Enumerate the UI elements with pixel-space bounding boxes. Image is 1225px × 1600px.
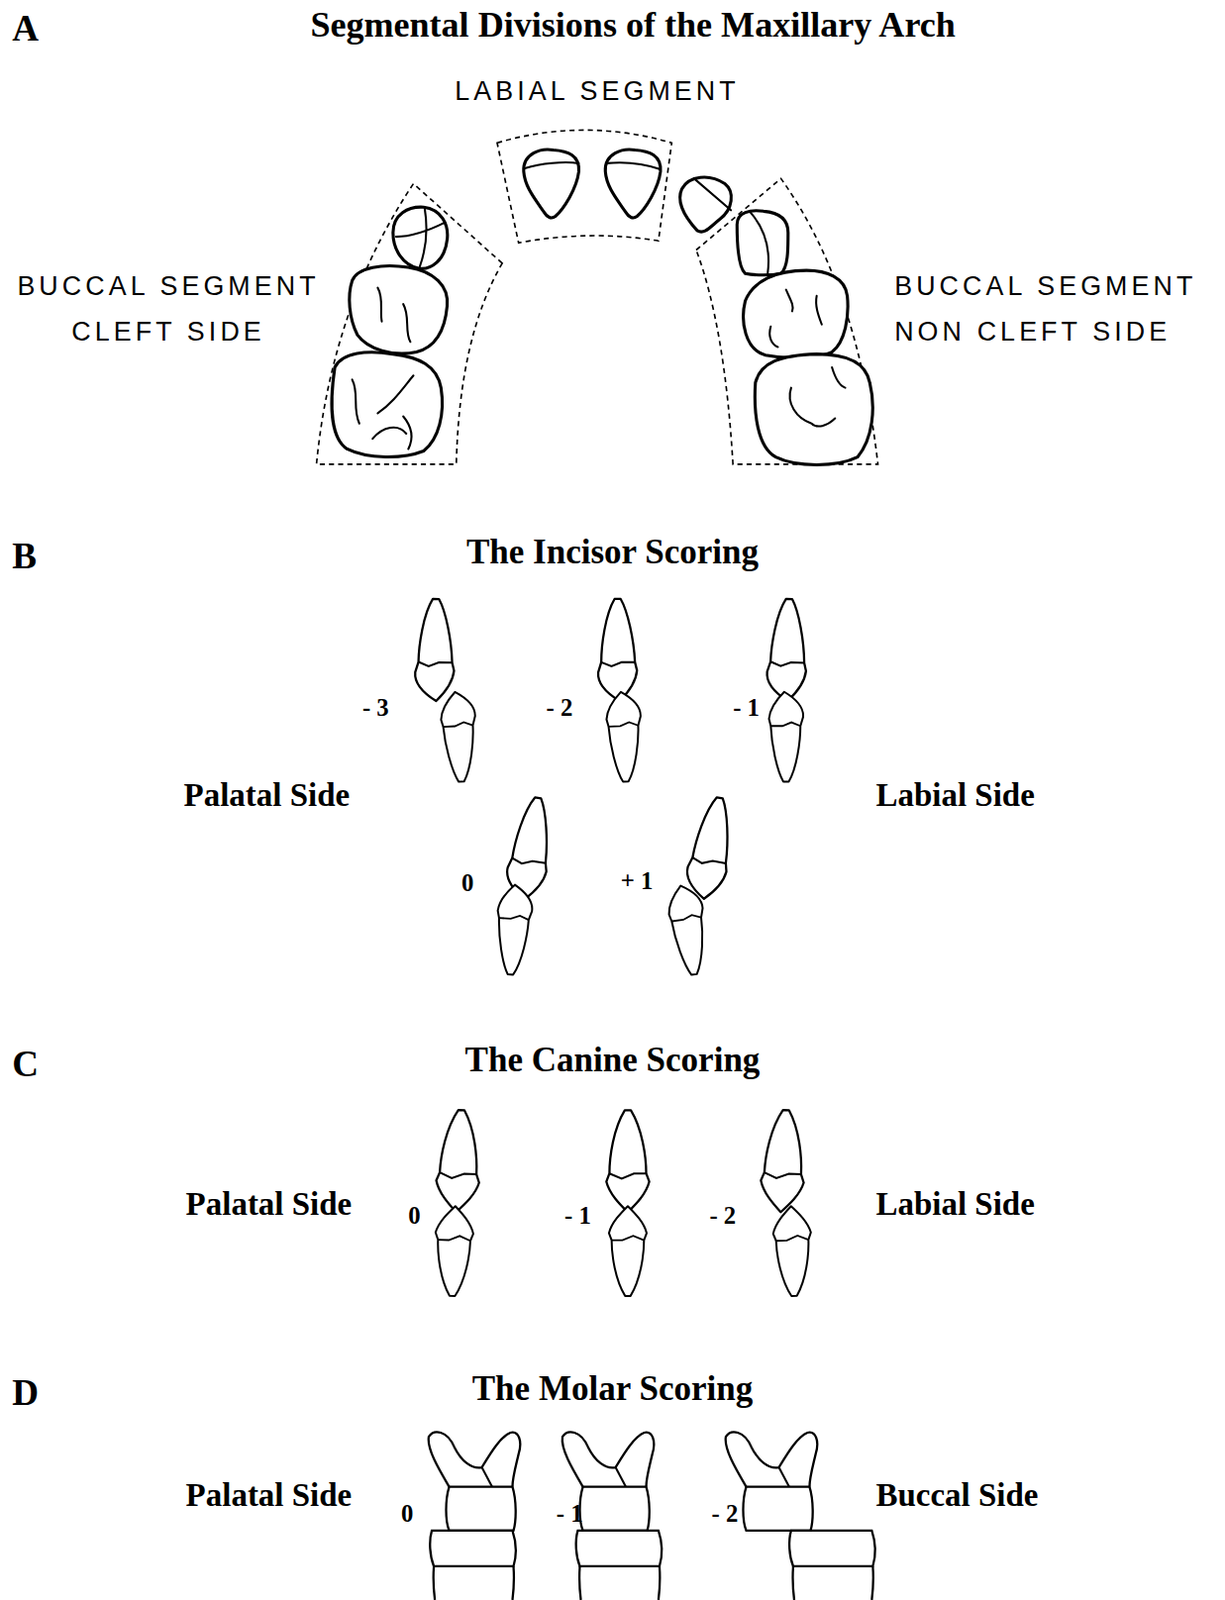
labial-segment-outline — [497, 129, 672, 243]
fissure-line — [352, 375, 414, 449]
score-number: - 2 — [709, 1202, 736, 1230]
score-number: - 1 — [564, 1202, 592, 1230]
premolar-tooth — [349, 265, 448, 354]
upper-incisor — [766, 598, 810, 702]
score-number: 0 — [401, 1500, 413, 1529]
upper-molar — [725, 1431, 818, 1532]
incisal-line — [606, 162, 661, 170]
lower-canine — [433, 1206, 475, 1298]
lower-incisor — [665, 883, 712, 977]
lower-molar — [789, 1531, 875, 1600]
side-label: Palatal Side — [186, 1477, 353, 1516]
cusp-line — [750, 211, 769, 274]
molar-tooth — [331, 352, 442, 458]
upper-incisor — [598, 599, 637, 702]
panel-letter: C — [11, 1043, 39, 1087]
fissure-line — [377, 288, 410, 343]
score-number: + 1 — [620, 867, 654, 896]
panel-title: The Molar Scoring — [255, 1369, 971, 1410]
upper-incisor — [682, 795, 739, 903]
panel-title: Segmental Divisions of the Maxillary Arc… — [122, 4, 1144, 46]
lower-molar — [429, 1531, 515, 1600]
lower-incisor — [769, 692, 805, 783]
upper-canine — [759, 1109, 809, 1214]
segment-label: BUCCAL SEGMENT CLEFT SIDE — [4, 263, 332, 356]
upper-canine — [606, 1110, 649, 1213]
score-number: 0 — [461, 869, 474, 898]
lower-molar — [576, 1531, 662, 1600]
score-number: - 2 — [545, 694, 573, 722]
lower-incisor — [606, 691, 644, 783]
central-incisor — [605, 149, 661, 218]
premolar-tooth — [743, 270, 848, 358]
side-label: Labial Side — [875, 777, 1034, 816]
upper-canine — [434, 1109, 484, 1214]
incisal-line — [694, 178, 731, 210]
segment-label: BUCCAL SEGMENT NON CLEFT SIDE — [894, 263, 1222, 356]
panel-letter: B — [11, 535, 37, 579]
fissure-line — [790, 367, 846, 426]
upper-incisor — [503, 795, 557, 903]
incisal-line — [524, 162, 580, 169]
upper-molar — [428, 1431, 521, 1532]
panel-letter: D — [11, 1372, 39, 1416]
noncleft-segment-outline — [696, 178, 878, 465]
lower-incisor — [493, 884, 534, 977]
central-incisor — [523, 149, 580, 218]
side-label: Buccal Side — [875, 1477, 1038, 1516]
side-label: Palatal Side — [186, 1186, 353, 1225]
lower-incisor — [439, 691, 479, 783]
lower-canine — [609, 1206, 647, 1297]
segment-label: LABIAL SEGMENT — [393, 76, 802, 107]
score-number: 0 — [408, 1202, 420, 1230]
molar-tooth — [754, 354, 873, 466]
lower-canine — [772, 1206, 814, 1298]
panel-title: The Incisor Scoring — [255, 532, 971, 573]
side-label: Labial Side — [875, 1186, 1034, 1225]
fissure-line — [769, 290, 822, 348]
score-number: - 1 — [732, 694, 760, 722]
score-number: - 1 — [556, 1500, 584, 1529]
panel-letter: A — [11, 7, 39, 51]
lateral-incisor — [680, 177, 732, 232]
score-number: - 2 — [711, 1500, 738, 1529]
score-number: - 3 — [362, 694, 390, 722]
canine-tooth — [736, 210, 789, 276]
canine-tooth — [393, 206, 448, 269]
panel-title: The Canine Scoring — [255, 1040, 971, 1081]
upper-incisor — [414, 599, 456, 703]
side-label: Palatal Side — [184, 777, 351, 816]
cusp-line — [396, 207, 445, 268]
cleft-segment-outline — [316, 184, 504, 465]
